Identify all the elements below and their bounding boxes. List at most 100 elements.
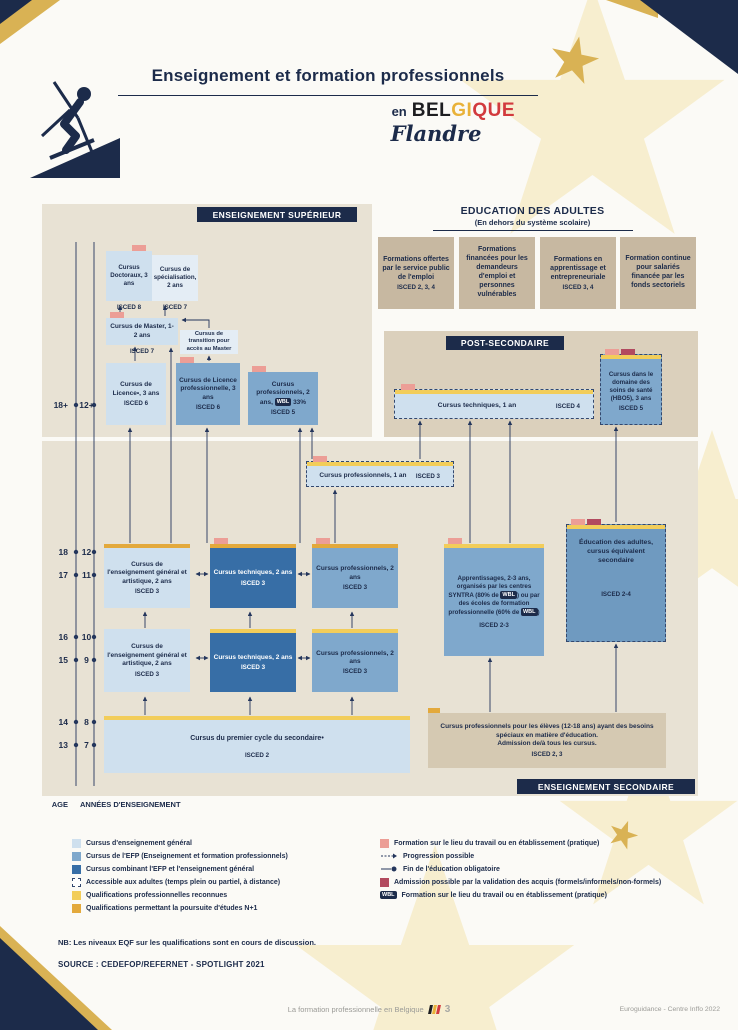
page-title: Enseignement et formation professionnels xyxy=(118,66,538,96)
validation-tab-icon xyxy=(621,349,635,355)
box-master: Cursus de Master, 1-2 ans xyxy=(106,312,178,345)
isced-label: ISCED 2, 3, 4 xyxy=(397,284,435,292)
box-sublabel: Admission de/à tous les cursus. xyxy=(497,740,597,748)
age-tick: 18 xyxy=(58,547,68,557)
year-tick: 11 xyxy=(82,570,91,580)
box-specialisation: Cursus de spécialisation, 2 ans xyxy=(152,255,198,301)
box-professionnels-2ans-sup: Cursus professionnels, 2 ans, WBL 33% IS… xyxy=(248,366,318,425)
box-licence: Cursus de Licence•, 3 ans ISCED 6 xyxy=(106,363,166,425)
age-tick: 14 xyxy=(58,717,68,727)
isced-label: ISCED 3 xyxy=(240,579,266,587)
qualification-stripe xyxy=(601,355,661,359)
practice-tab-icon xyxy=(448,538,462,544)
age-tick: 13 xyxy=(58,740,68,750)
wbl-badge: WBL xyxy=(380,891,397,900)
box-label: Cursus professionnels, 2 ans, WBL 33% xyxy=(256,380,310,407)
practice-swatch xyxy=(380,839,389,848)
isced-label: ISCED 8 xyxy=(116,304,142,311)
wbl-badge: WBL xyxy=(520,607,538,616)
footer-text: La formation professionnelle en Belgique xyxy=(287,1005,424,1014)
adult-access-swatch xyxy=(72,878,81,887)
box-label: Cursus Doctoraux, 3 ans xyxy=(110,263,148,288)
box-general-artistique-sup: Cursus de l'enseignement général et arti… xyxy=(104,544,190,608)
practice-tab-icon xyxy=(316,538,330,544)
qualification-stripe xyxy=(395,390,593,394)
box-label: Cursus techniques, 2 ans xyxy=(213,653,293,661)
isced-label: ISCED 5 xyxy=(618,405,644,413)
box-label: Cursus techniques, 2 ans xyxy=(213,569,293,577)
section-header-secondaire: ENSEIGNEMENT SECONDAIRE xyxy=(517,779,695,794)
qualification-swatch xyxy=(72,891,81,900)
year-tick: 7 xyxy=(84,740,89,750)
isced-label: ISCED 2-4 xyxy=(601,591,631,599)
isced-label: ISCED 2, 3 xyxy=(531,750,563,758)
practice-tab-icon xyxy=(605,349,619,355)
box-adult-continue: Formation continue pour salariés financé… xyxy=(620,237,696,309)
qualification-stripe xyxy=(104,544,190,548)
legend-item: WBL Formation sur le lieu du travail ou … xyxy=(380,891,607,900)
box-label: Cursus professionnels, 2 ans xyxy=(316,565,394,581)
box-label: Cursus de Master, 1-2 ans xyxy=(110,323,174,339)
isced-label: ISCED 6 xyxy=(123,399,149,407)
isced-label: ISCED 2 xyxy=(244,751,270,759)
isced-label: ISCED 3 xyxy=(415,472,440,480)
region-title: Flandre xyxy=(390,121,482,146)
box-premier-cycle: Cursus du premier cycle du secondaire• I… xyxy=(104,716,410,773)
age-tick: 16 xyxy=(58,632,68,642)
footer-center: La formation professionnelle en Belgique… xyxy=(0,1004,738,1015)
qualification-stripe xyxy=(307,462,453,466)
qualification-stripe xyxy=(312,629,398,633)
end-compulsory-icon xyxy=(381,866,397,872)
box-professionnels-sup: Cursus professionnels, 2 ans ISCED 3 xyxy=(312,538,398,608)
legend-item: Cursus combinant l'EFP et l'enseignement… xyxy=(72,865,254,874)
years-axis-label: ANNÉES D'ENSEIGNEMENT xyxy=(80,800,181,809)
qualification-stripe xyxy=(104,716,410,720)
practice-tab-icon xyxy=(313,456,327,462)
isced-label: ISCED 3 xyxy=(134,588,160,596)
year-tick: 10 xyxy=(81,632,92,642)
legend-item: Cursus d'enseignement général xyxy=(72,839,192,848)
year-tick: 9 xyxy=(84,655,89,665)
isced-label: ISCED 5 xyxy=(270,409,296,417)
box-label: Cursus de Licence professionnelle, 3 ans xyxy=(179,376,237,401)
belgium-flag-icon xyxy=(427,1005,441,1014)
isced-label: ISCED 2-3 xyxy=(479,622,509,630)
nb-note: NB: Les niveaux EQF sur les qualificatio… xyxy=(58,938,316,947)
box-label: Cursus dans le domaine des soins de sant… xyxy=(608,370,654,403)
practice-tab-icon xyxy=(110,312,124,318)
legend-item: Fin de l'éducation obligatoire xyxy=(380,865,500,873)
box-label: Cursus professionnels, 1 an xyxy=(319,471,407,479)
corner-triangle xyxy=(640,0,738,74)
legend-item: Qualifications permettant la poursuite d… xyxy=(72,904,257,913)
box-label: Cursus de spécialisation, 2 ans xyxy=(153,265,197,290)
isced-label: ISCED 7 xyxy=(129,348,155,355)
box-label: Cursus techniques, 1 an xyxy=(437,401,517,409)
combined-swatch xyxy=(72,865,81,874)
wbl-badge: WBL xyxy=(500,590,517,599)
box-label: Cursus du premier cycle du secondaire• xyxy=(190,735,324,743)
source-note: SOURCE : CEDEFOP/REFERNET - SPOTLIGHT 20… xyxy=(58,960,265,969)
box-transition: Cursus de transition pour accès au Maste… xyxy=(180,330,238,354)
practice-tab-icon xyxy=(252,366,266,372)
isced-label: ISCED 3 xyxy=(134,670,160,678)
box-label: Cursus professionnels, 2 ans xyxy=(316,649,394,665)
efp-swatch xyxy=(72,852,81,861)
box-techniques-1an: Cursus techniques, 1 an ISCED 4 xyxy=(394,384,594,419)
legend-item: Qualifications professionnelles reconnue… xyxy=(72,891,227,900)
year-tick: 8 xyxy=(84,717,89,727)
box-label: Formations en apprentissage et entrepren… xyxy=(550,255,606,282)
age-tick: 15 xyxy=(58,655,68,665)
practice-tab-icon xyxy=(401,384,415,390)
box-label: Apprentissages, 2-3 ans, organisés par l… xyxy=(448,574,540,616)
country-title: en BELGIQUE xyxy=(330,100,515,122)
wbl-badge: WBL xyxy=(274,397,292,407)
box-adult-apprentissage: Formations en apprentissage et entrepren… xyxy=(540,237,616,309)
box-label: Cursus de l'enseignement général et arti… xyxy=(107,643,187,668)
section-header-superieur: ENSEIGNEMENT SUPÉRIEUR xyxy=(197,207,357,222)
box-licence-professionnelle: Cursus de Licence professionnelle, 3 ans… xyxy=(176,357,240,425)
practice-tab-icon xyxy=(132,245,146,251)
box-techniques-inf: Cursus techniques, 2 ans ISCED 3 xyxy=(210,629,296,692)
box-professionnels-1an: Cursus professionnels, 1 an ISCED 3 xyxy=(306,456,454,487)
footer-right: Euroguidance - Centre Inffo 2022 xyxy=(619,1006,720,1013)
